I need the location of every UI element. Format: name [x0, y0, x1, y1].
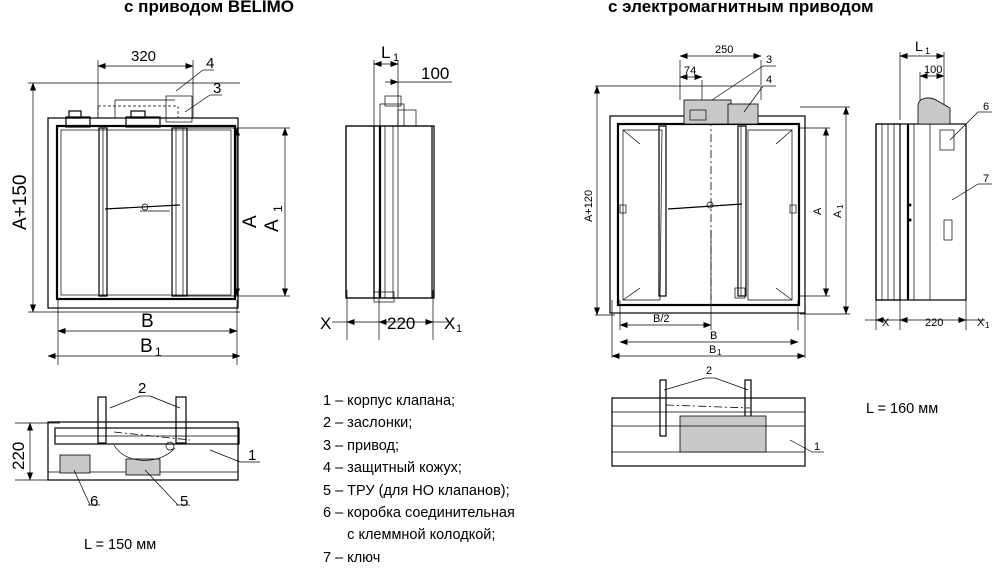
dim-x1-right: X [977, 317, 985, 329]
electromagnetic-plan-view: 2 1 [611, 365, 824, 467]
svg-text:1: 1 [836, 204, 845, 209]
svg-text:1: 1 [456, 323, 462, 335]
dim-100-right: 100 [924, 64, 942, 76]
svg-text:1: 1 [717, 348, 722, 357]
belimo-side-dims: L 1 100 220 X X 1 [320, 43, 462, 335]
callout-4-right: 4 [766, 74, 772, 86]
dim-a1: A [262, 219, 283, 232]
dim-b1: B [140, 336, 153, 357]
callout-4-left: 4 [206, 55, 214, 72]
note-l1-left: L = 150 мм [84, 537, 157, 553]
dim-a120: A+120 [583, 190, 595, 222]
dim-a: A [240, 215, 261, 228]
callout-5-left: 5 [180, 493, 188, 510]
dim-a1-right: A [832, 210, 844, 218]
dim-x-right: X [882, 317, 890, 329]
dim-250: 250 [715, 44, 733, 56]
callout-2-left: 2 [138, 380, 146, 397]
electromagnetic-side-dims: L 1 100 220 X X 1 6 7 [865, 38, 992, 330]
belimo-front-dims: 320 A+150 A A 1 B B 1 [10, 48, 288, 359]
dim-x1-left: X [444, 314, 455, 333]
dim-b2: B/2 [653, 313, 670, 325]
legend-item-2: 2 – заслонки; [323, 415, 413, 432]
legend-item-4: 4 – защитный кожух; [323, 460, 462, 477]
dim-b1-sub: 1 [155, 345, 162, 359]
dim-b1-right: B [709, 344, 716, 356]
dim-220-right: 220 [925, 317, 943, 329]
svg-text:1: 1 [925, 46, 930, 56]
legend-item-5: 5 – ТРУ (для НО клапанов); [323, 482, 510, 499]
electromagnetic-side-view [875, 52, 967, 330]
callout-1-right: 1 [814, 441, 820, 453]
callout-6-left: 6 [90, 493, 98, 510]
callout-3-left: 3 [213, 80, 221, 97]
dim-74: 74 [684, 65, 696, 77]
dim-a-right: A [812, 207, 824, 215]
belimo-plan-view: 2 1 6 5 220 [9, 380, 260, 510]
dim-l1-right: L [915, 38, 923, 54]
dim-a1-sub: 1 [271, 205, 285, 212]
title-electromagnetic: с электромагнитным приводом [608, 0, 874, 16]
belimo-front-view [28, 60, 290, 365]
title-belimo: с приводом BELIMO [124, 0, 295, 16]
svg-text:1: 1 [393, 52, 399, 64]
callout-2-right: 2 [706, 365, 712, 377]
dim-320: 320 [131, 48, 156, 65]
belimo-side-view [345, 60, 435, 340]
svg-text:1: 1 [985, 321, 990, 330]
legend-item-6-cont: с клеммной колодкой; [323, 527, 496, 544]
electromagnetic-front-view [595, 60, 850, 358]
legend-item-1: 1 – корпус клапана; [323, 393, 456, 409]
dim-l1-left: L [381, 43, 390, 62]
legend: 1 – корпус клапана; 2 – заслонки; 3 – пр… [323, 390, 515, 569]
callout-7-right: 7 [983, 173, 989, 185]
dim-b: B [141, 311, 154, 332]
legend-item-3: 3 – привод; [323, 437, 399, 454]
electromagnetic-front-dims: 250 74 A+120 A A 1 B/2 B B 1 3 4 [583, 44, 849, 359]
callout-3-right: 3 [766, 54, 772, 66]
dim-220-left: 220 [387, 314, 415, 333]
callout-1-left: 1 [248, 447, 256, 464]
dim-b-right: B [710, 330, 717, 342]
dim-x-left: X [320, 314, 331, 333]
note-l1-right: L = 160 мм [866, 401, 939, 417]
legend-item-7: 7 – ключ [323, 549, 381, 566]
dim-100-left: 100 [421, 64, 449, 83]
dim-220-plan: 220 [9, 442, 28, 470]
callout-6-right: 6 [983, 101, 989, 113]
legend-item-6: 6 – коробка соединительная [323, 505, 515, 522]
dim-a150: A+150 [10, 175, 31, 230]
